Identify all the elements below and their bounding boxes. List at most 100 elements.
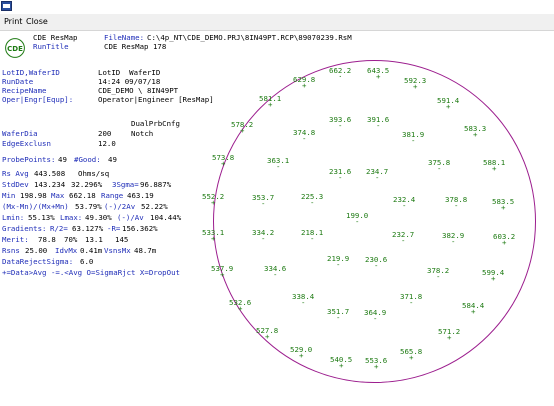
wafer-point-marker: - (375, 173, 380, 182)
wafer-point-marker: - (373, 314, 378, 323)
wafer-point-value: 629.8 (293, 75, 316, 84)
wafer-point-value: 230.6 (365, 255, 388, 264)
wafer-point-value: 592.3 (404, 76, 427, 85)
wafer-point-marker: - (409, 298, 414, 307)
wafer-point-value: 565.8 (400, 347, 423, 356)
rsavg-unit: Ohms/sq (78, 169, 110, 178)
wafer-point-value: 533.1 (202, 228, 225, 237)
wafer-point-marker: + (501, 203, 506, 212)
lmax-label: Lmax: (60, 213, 83, 222)
wafer-point-marker: - (338, 121, 343, 130)
rsns-value: 25.00 (25, 246, 48, 255)
wafer-point-value: 662.2 (329, 66, 352, 75)
reject-label: DataRejectSigma: (2, 257, 74, 266)
wafer-point-value: 364.9 (364, 308, 387, 317)
wafer-point-marker: + (447, 333, 452, 342)
stddev-value: 143.234 (34, 180, 66, 189)
wafer-point-marker: + (446, 102, 451, 111)
wafer-point-marker: - (310, 234, 315, 243)
edge-value: 12.0 (98, 139, 116, 148)
probe-config: DualPrbCnfg (131, 119, 180, 128)
menu-close[interactable]: Close (26, 17, 48, 26)
wafer-point-value: 581.1 (259, 94, 282, 103)
wafer-point-value: 334.6 (264, 264, 287, 273)
wafer-point-value: 599.4 (482, 268, 505, 277)
filename-label: FileName: (104, 33, 145, 42)
menu-bar: Print Close (0, 14, 554, 31)
wafer-point-value: 234.7 (366, 167, 389, 176)
wafer-point-value: 527.8 (256, 326, 279, 335)
wafer-outline (213, 60, 536, 383)
wafer-point-value: 603.2 (493, 232, 516, 241)
merit-value-1: 78.8 (38, 235, 56, 244)
app-icon[interactable] (1, 1, 12, 11)
vsnsmx-value: 48.7m (134, 246, 157, 255)
wafer-point-value: 553.6 (365, 356, 388, 365)
menu-print[interactable]: Print (4, 17, 23, 26)
lmin-value: 55.13% (28, 213, 55, 222)
sigma3-label: 3Sgma= (112, 180, 139, 189)
wafer-point-marker: - (437, 164, 442, 173)
min-label: Min (2, 191, 16, 200)
wafer-point-value: 351.7 (327, 307, 350, 316)
wafer-point-marker: + (376, 72, 381, 81)
grad-r-value: 156.362% (122, 224, 158, 233)
wafer-point-marker: + (413, 82, 418, 91)
wafer-point-value: 537.9 (211, 264, 234, 273)
wafer-point-marker: - (338, 173, 343, 182)
good-label: #Good: (74, 155, 101, 164)
wafer-point-marker: - (402, 201, 407, 210)
wafer-point-value: 231.6 (329, 167, 352, 176)
wafer-point-value: 584.4 (462, 301, 485, 310)
mxmn-value: 53.79% (75, 202, 102, 211)
wafer-point-marker: + (221, 159, 226, 168)
wafer-point-marker: - (261, 199, 266, 208)
wafer-point-value: 393.6 (329, 115, 352, 124)
sigma3-value: 96.887% (140, 180, 172, 189)
probepoints-label: ProbePoints: (2, 155, 56, 164)
waferdia-value: 200 (98, 129, 112, 138)
report-title: CDE ResMap (33, 33, 78, 42)
idvmx-value: 0.41m (80, 246, 103, 255)
wafer-point-value: 378.8 (445, 195, 468, 204)
mxmn-label: (Mx-Mn)/(Mx+Mn) (2, 202, 69, 211)
wafer-point-value: 219.9 (327, 254, 350, 263)
wafer-point-marker: + (211, 198, 216, 207)
wafer-point-marker: - (273, 270, 278, 279)
legend-text: +=Data>Avg -=.<Avg O=SigmaRjct X=DropOut (2, 268, 180, 277)
av-label: (-)/Av (117, 213, 144, 222)
range-value: 463.19 (127, 191, 154, 200)
wafer-point-marker: - (261, 234, 266, 243)
wafer-point-marker: - (411, 136, 416, 145)
idvmx-label: IdvMx (55, 246, 78, 255)
wafer-point-marker: + (265, 332, 270, 341)
wafer-point-marker: + (409, 353, 414, 362)
wafer-point-marker: - (454, 201, 459, 210)
wafer-point-marker: - (401, 236, 406, 245)
recipe-value: CDE_DEMO \ 8IN49PT (98, 86, 179, 95)
good-value: 49 (108, 155, 117, 164)
stddev-pct: 32.296% (71, 180, 103, 189)
wafer-point-value: 532.6 (229, 298, 252, 307)
rsavg-value: 443.508 (34, 169, 66, 178)
wafer-point-value: 583.3 (464, 124, 487, 133)
wafer-point-marker: - (355, 217, 360, 226)
wafer-point-value: 374.8 (293, 128, 316, 137)
oper-value: Operator|Engineer [ResMap] (98, 95, 214, 104)
wafer-point-marker: - (276, 162, 281, 171)
wafer-point-marker: + (374, 362, 379, 371)
wafer-point-value: 583.5 (492, 197, 515, 206)
oper-label: Oper|Engr[Equp]: (2, 95, 74, 104)
gradients-label: Gradients: (2, 224, 47, 233)
lot-label: LotID,WaferID (2, 68, 60, 77)
wafer-point-value: 588.1 (483, 158, 506, 167)
title-bar (0, 0, 554, 13)
wafer-point-value: 578.2 (231, 120, 254, 129)
merit-value-4: 145 (115, 235, 129, 244)
wafer-point-marker: + (240, 126, 245, 135)
wafer-point-marker: + (211, 234, 216, 243)
range-label: Range (101, 191, 124, 200)
wafer-point-marker: + (471, 307, 476, 316)
probepoints-value: 49 (58, 155, 67, 164)
wafer-point-marker: + (473, 130, 478, 139)
